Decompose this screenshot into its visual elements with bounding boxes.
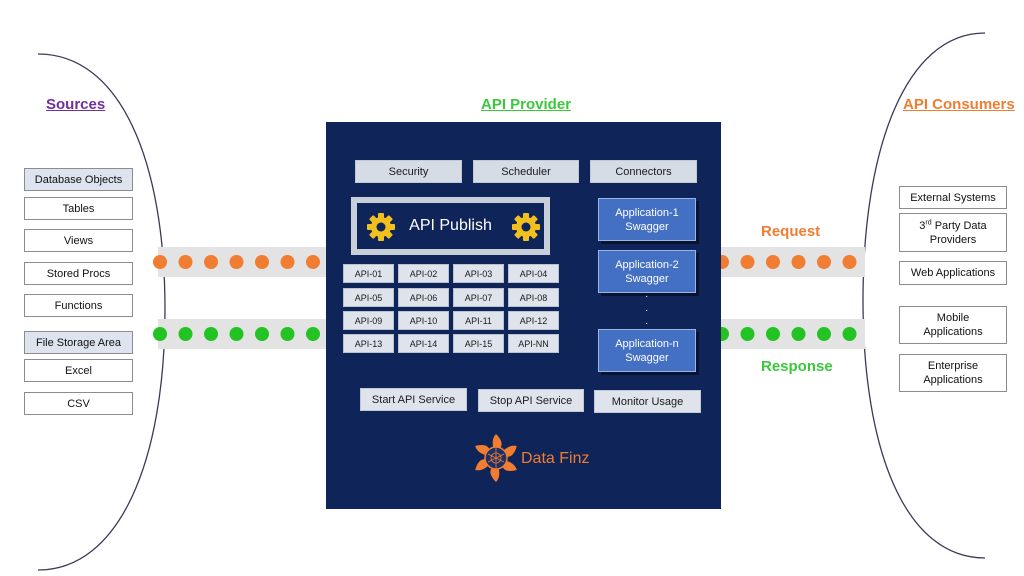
api-cell[interactable]: API-12 bbox=[508, 311, 559, 330]
request-dot bbox=[255, 255, 269, 269]
api-provider-heading: API Provider bbox=[481, 96, 572, 113]
consumer-mobile-line2: Applications bbox=[923, 326, 983, 338]
consumer-mobile-applications: Mobile Applications bbox=[899, 306, 1007, 344]
application-name: Application-1 bbox=[615, 206, 679, 219]
response-dot bbox=[817, 327, 831, 341]
api-publish-label: API Publish bbox=[409, 217, 492, 234]
application-1-box[interactable]: Application-1 Swagger bbox=[598, 198, 696, 241]
consumer-third-party-line2: Providers bbox=[929, 233, 977, 246]
request-dot bbox=[204, 255, 218, 269]
request-dot bbox=[178, 255, 193, 269]
api-cell[interactable]: API-03 bbox=[453, 264, 504, 283]
consumer-enterprise-applications: Enterprise Applications bbox=[899, 354, 1007, 392]
consumers-boundary-arc bbox=[862, 32, 986, 559]
application-name: Application-2 bbox=[615, 258, 679, 271]
response-dot bbox=[255, 327, 269, 341]
sources-heading: Sources bbox=[46, 96, 106, 113]
response-dot bbox=[280, 327, 295, 341]
response-dot bbox=[306, 327, 320, 341]
request-dot bbox=[229, 255, 244, 269]
source-file-storage-header: File Storage Area bbox=[24, 331, 133, 354]
api-cell[interactable]: API-05 bbox=[343, 288, 394, 307]
api-cell[interactable]: API-14 bbox=[398, 334, 449, 353]
api-consumers-heading: API Consumers bbox=[903, 96, 1015, 113]
third-party-superscript: rd bbox=[925, 218, 932, 226]
api-cell[interactable]: API-NN bbox=[508, 334, 559, 353]
application-n-box[interactable]: Application-n Swagger bbox=[598, 329, 696, 372]
api-cell[interactable]: API-13 bbox=[343, 334, 394, 353]
response-dot bbox=[178, 327, 193, 341]
api-cell[interactable]: API-11 bbox=[453, 311, 504, 330]
gear-icon bbox=[512, 213, 540, 241]
consumer-third-party-line1: 3rd Party Data bbox=[919, 219, 986, 233]
response-dot bbox=[740, 327, 755, 341]
source-excel: Excel bbox=[24, 359, 133, 382]
ellipsis-dot: · bbox=[645, 291, 649, 302]
consumer-external-systems: External Systems bbox=[899, 186, 1007, 209]
consumer-third-party-data-providers: 3rd Party Data Providers bbox=[899, 213, 1007, 252]
consumer-enterprise-line2: Applications bbox=[923, 374, 983, 386]
api-cell[interactable]: API-15 bbox=[453, 334, 504, 353]
api-cell[interactable]: API-07 bbox=[453, 288, 504, 307]
monitor-usage-button[interactable]: Monitor Usage bbox=[594, 390, 701, 413]
third-party-number: 3 bbox=[919, 219, 926, 232]
gear-icon bbox=[367, 213, 395, 241]
api-cell[interactable]: API-09 bbox=[343, 311, 394, 330]
connectors-button[interactable]: Connectors bbox=[590, 160, 697, 183]
ellipsis-dot: · bbox=[645, 318, 649, 329]
response-dot bbox=[791, 327, 806, 341]
api-cell[interactable]: API-04 bbox=[508, 264, 559, 283]
stop-api-service-button[interactable]: Stop API Service bbox=[478, 389, 584, 412]
ellipsis-dot: · bbox=[645, 305, 649, 316]
source-functions: Functions bbox=[24, 294, 133, 317]
request-dot bbox=[740, 255, 755, 269]
application-name: Application-n bbox=[615, 337, 679, 350]
response-dot bbox=[842, 327, 857, 341]
request-dot bbox=[791, 255, 806, 269]
api-cell[interactable]: API-06 bbox=[398, 288, 449, 307]
request-dot bbox=[280, 255, 295, 269]
data-finz-logo-icon bbox=[475, 434, 517, 482]
response-label: Response bbox=[761, 358, 833, 375]
response-dot bbox=[204, 327, 218, 341]
data-finz-logo-text: Data Finz bbox=[521, 450, 590, 467]
consumer-mobile-line1: Mobile bbox=[936, 312, 970, 324]
api-cell[interactable]: API-10 bbox=[398, 311, 449, 330]
request-dot bbox=[153, 255, 167, 269]
source-stored-procs: Stored Procs bbox=[24, 262, 133, 285]
request-dot bbox=[306, 255, 320, 269]
source-views: Views bbox=[24, 229, 133, 252]
third-party-text: Party Data bbox=[931, 219, 987, 232]
request-label: Request bbox=[761, 223, 821, 240]
request-dot bbox=[766, 255, 780, 269]
api-cell[interactable]: API-02 bbox=[398, 264, 449, 283]
consumer-web-applications: Web Applications bbox=[899, 261, 1007, 285]
application-swagger-label: Swagger bbox=[625, 351, 669, 364]
response-dot bbox=[153, 327, 167, 341]
sources-boundary-arc bbox=[37, 53, 166, 571]
application-swagger-label: Swagger bbox=[625, 272, 669, 285]
application-2-box[interactable]: Application-2 Swagger bbox=[598, 250, 696, 293]
api-cell[interactable]: API-08 bbox=[508, 288, 559, 307]
application-swagger-label: Swagger bbox=[625, 220, 669, 233]
source-database-objects-header: Database Objects bbox=[24, 168, 133, 191]
request-dot bbox=[842, 255, 857, 269]
response-dot bbox=[229, 327, 244, 341]
security-button[interactable]: Security bbox=[355, 160, 462, 183]
request-dot bbox=[817, 255, 831, 269]
source-csv: CSV bbox=[24, 392, 133, 415]
scheduler-button[interactable]: Scheduler bbox=[473, 160, 579, 183]
consumer-enterprise-line1: Enterprise bbox=[927, 360, 979, 372]
response-dot bbox=[766, 327, 780, 341]
source-tables: Tables bbox=[24, 197, 133, 220]
api-cell[interactable]: API-01 bbox=[343, 264, 394, 283]
start-api-service-button[interactable]: Start API Service bbox=[360, 388, 467, 411]
